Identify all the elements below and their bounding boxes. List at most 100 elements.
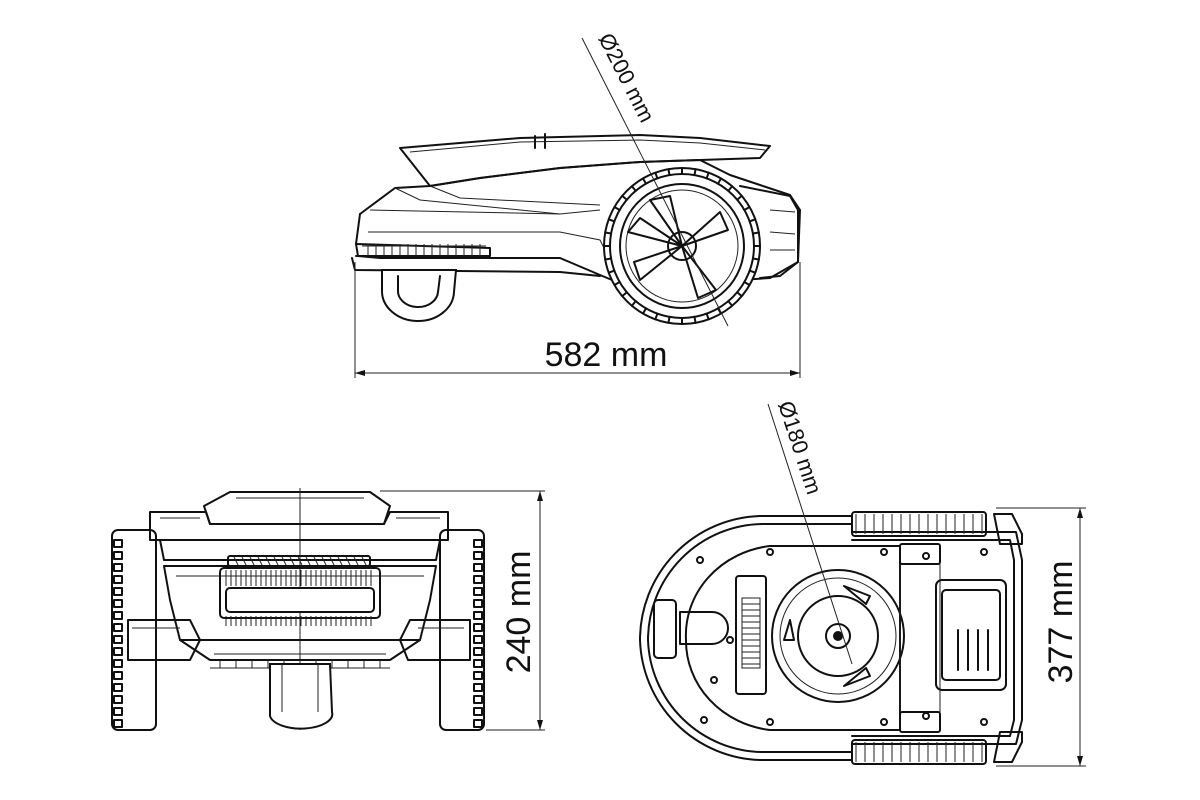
tread-block: [473, 719, 483, 728]
screw: [980, 548, 988, 556]
screw: [880, 718, 888, 726]
tread-lug: [743, 206, 751, 211]
tread-lug: [621, 291, 628, 298]
tread-block: [113, 599, 123, 608]
tread-block: [113, 659, 123, 668]
tread-block: [473, 635, 483, 644]
tread-block: [473, 707, 483, 716]
tread-lug: [693, 315, 697, 324]
tread-lug: [717, 307, 722, 315]
width-dimension: [996, 507, 1086, 767]
tread-lug: [654, 171, 659, 180]
tread-lug: [727, 300, 734, 307]
tread-lug: [751, 257, 760, 261]
blade-disc: [771, 569, 905, 703]
tread-block: [113, 635, 123, 644]
width-label: 377 mm: [1042, 561, 1080, 684]
tread-block: [113, 587, 123, 596]
tread-block: [113, 695, 123, 704]
tread-block: [113, 623, 123, 632]
blade-diameter-label: Ø180 mm: [773, 398, 827, 498]
vent-slot: [281, 556, 287, 566]
vent-slot: [329, 556, 335, 566]
tread-lug: [736, 291, 743, 298]
tread-lug: [705, 171, 710, 180]
tread-block: [113, 671, 123, 680]
tread-lug: [642, 307, 647, 315]
tread-block: [473, 683, 483, 692]
wheel-diameter-leader: [581, 37, 729, 327]
height-label: 240 mm: [500, 551, 538, 674]
tread-block: [113, 539, 123, 548]
tread-lug: [743, 281, 751, 286]
vent-slot: [273, 556, 279, 566]
tread-lug: [642, 177, 647, 185]
vent-slot: [337, 556, 343, 566]
tread-lug: [667, 168, 671, 177]
vent-slot: [361, 556, 367, 566]
front-view: 240 mm: [111, 488, 545, 731]
vent-slot: [233, 556, 239, 566]
screw: [700, 716, 708, 724]
brush-lines: [367, 244, 481, 256]
screw: [696, 556, 704, 564]
vent-slot: [241, 556, 247, 566]
tread-block: [113, 611, 123, 620]
tread-lug: [705, 312, 710, 321]
tread-block: [473, 599, 483, 608]
tread-lug: [613, 281, 621, 286]
side-view: Ø200 mm 582 mm: [351, 29, 801, 378]
screw: [980, 718, 988, 726]
tread-lug: [604, 231, 613, 235]
screw: [922, 552, 930, 560]
tread-lug: [654, 312, 659, 321]
length-dimension: [354, 262, 801, 378]
tread-lug: [727, 185, 734, 192]
vent-slot: [289, 556, 295, 566]
tread-block: [473, 563, 483, 572]
tread-lug: [630, 185, 637, 192]
tread-block: [113, 563, 123, 572]
tread-lug: [748, 218, 757, 223]
vent-slot: [297, 556, 303, 566]
tread-block: [113, 575, 123, 584]
tread-block: [473, 575, 483, 584]
screw: [766, 548, 774, 556]
tread-lug: [607, 218, 616, 223]
height-dimension: [380, 490, 545, 731]
vent-slot: [345, 556, 351, 566]
vent-slot: [265, 556, 271, 566]
blade-diameter-leader: [767, 403, 853, 665]
tread-block: [113, 707, 123, 716]
screw: [880, 548, 888, 556]
vent-slot: [353, 556, 359, 566]
tread-lug: [607, 269, 616, 274]
tread-block: [473, 587, 483, 596]
vent-slot: [249, 556, 255, 566]
tread-lug: [604, 257, 613, 261]
tread-block: [473, 623, 483, 632]
screw: [726, 636, 734, 644]
vent-slot: [313, 556, 319, 566]
tread-lug: [613, 206, 621, 211]
tread-block: [473, 695, 483, 704]
tread-lug: [736, 194, 743, 201]
tread-block: [473, 647, 483, 656]
vent-slot: [257, 556, 263, 566]
tread-lug: [621, 194, 628, 201]
tread-block: [473, 539, 483, 548]
tread-lug: [667, 315, 671, 324]
vent-slot: [305, 556, 311, 566]
length-label: 582 mm: [545, 336, 668, 374]
tread-block: [473, 551, 483, 560]
tread-block: [473, 659, 483, 668]
caster-wheel: [380, 269, 458, 322]
tread-lug: [717, 177, 722, 185]
tread-block: [113, 683, 123, 692]
wheel-diameter-label: Ø200 mm: [594, 29, 660, 126]
screw: [710, 676, 718, 684]
drive-wheel: [603, 167, 761, 325]
tread-lug: [751, 231, 760, 235]
tread-lug: [748, 269, 757, 274]
